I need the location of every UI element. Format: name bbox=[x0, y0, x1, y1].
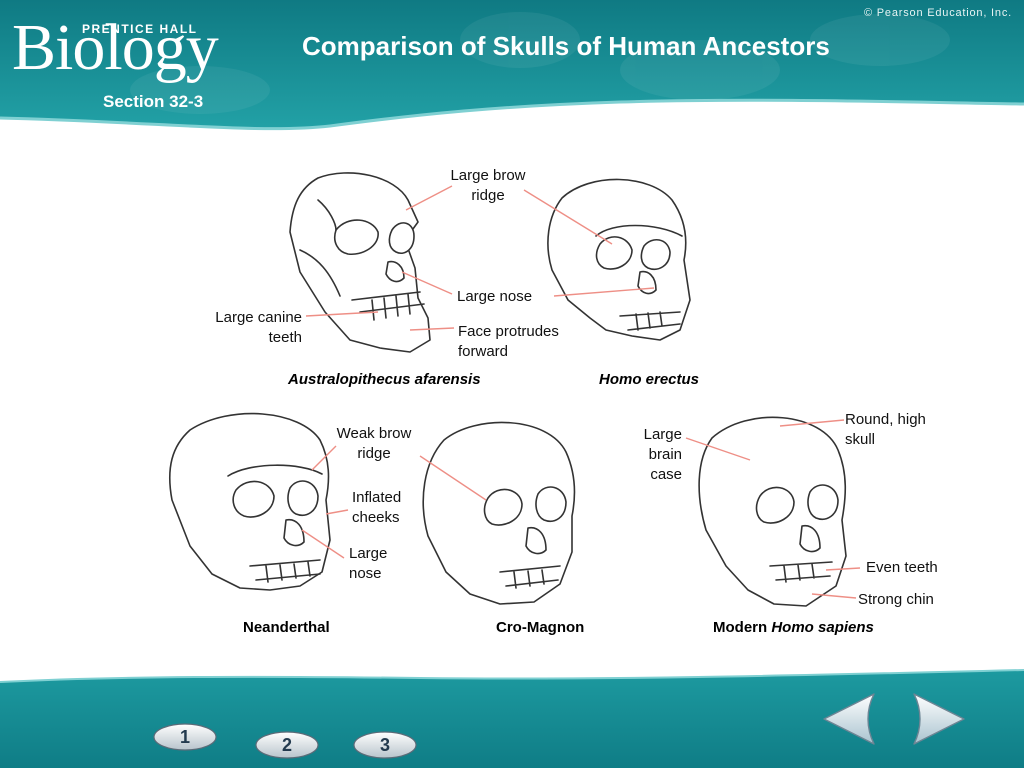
nav-button-3-label: 3 bbox=[379, 734, 390, 755]
copyright: © Pearson Education, Inc. bbox=[864, 7, 1012, 19]
logo-publisher: PRENTICE HALL bbox=[82, 22, 198, 36]
nav-button-1-label: 1 bbox=[179, 726, 190, 747]
skull-homo-sapiens bbox=[698, 416, 847, 607]
label-neanderthal-brow: Weak brow ridge bbox=[336, 425, 412, 462]
nav-button-3[interactable]: 3 bbox=[352, 730, 418, 760]
logo-biology: Biology bbox=[12, 11, 219, 84]
page-title: Comparison of Skulls of Human Ancestors bbox=[302, 31, 830, 61]
label-sapiens-skull: Round, high skull bbox=[845, 411, 926, 448]
label-sapiens-teeth: Even teeth bbox=[866, 559, 938, 576]
label-australopithecus-protrude: Face protrudes forward bbox=[458, 323, 559, 360]
caption-cro-magnon: Cro-Magnon bbox=[496, 619, 585, 636]
prev-button[interactable] bbox=[818, 690, 882, 748]
label-neanderthal-nose: Large nose bbox=[349, 545, 388, 582]
section-label: Section 32-3 bbox=[103, 92, 204, 111]
label-neanderthal-cheeks: Inflated cheeks bbox=[352, 489, 402, 526]
skull-neanderthal bbox=[168, 412, 331, 591]
label-erectus-brow: Large brow ridge bbox=[450, 167, 526, 204]
skull-homo-erectus bbox=[547, 178, 691, 341]
skull-australopithecus bbox=[289, 172, 431, 353]
nav-button-1[interactable]: 1 bbox=[152, 722, 218, 752]
next-button[interactable] bbox=[906, 690, 970, 748]
nav-button-2-label: 2 bbox=[281, 734, 292, 755]
label-australopithecus-canine: Large canine teeth bbox=[215, 309, 302, 346]
left-arrow-icon bbox=[823, 693, 875, 745]
label-cromagnon-brain: Large brain case bbox=[643, 426, 682, 483]
leader-lines bbox=[301, 185, 861, 599]
nav-button-2[interactable]: 2 bbox=[254, 730, 320, 760]
caption-homo-sapiens: Modern Homo sapiens bbox=[713, 619, 874, 636]
skull-cro-magnon bbox=[422, 421, 576, 605]
caption-neanderthal: Neanderthal bbox=[243, 619, 330, 636]
right-arrow-icon bbox=[913, 693, 965, 745]
caption-australopithecus: Australopithecus afarensis bbox=[288, 371, 481, 388]
label-erectus-nose: Large nose bbox=[457, 288, 533, 305]
label-sapiens-chin: Strong chin bbox=[858, 591, 934, 608]
caption-homo-erectus: Homo erectus bbox=[599, 371, 700, 388]
header-banner bbox=[0, 0, 1024, 131]
